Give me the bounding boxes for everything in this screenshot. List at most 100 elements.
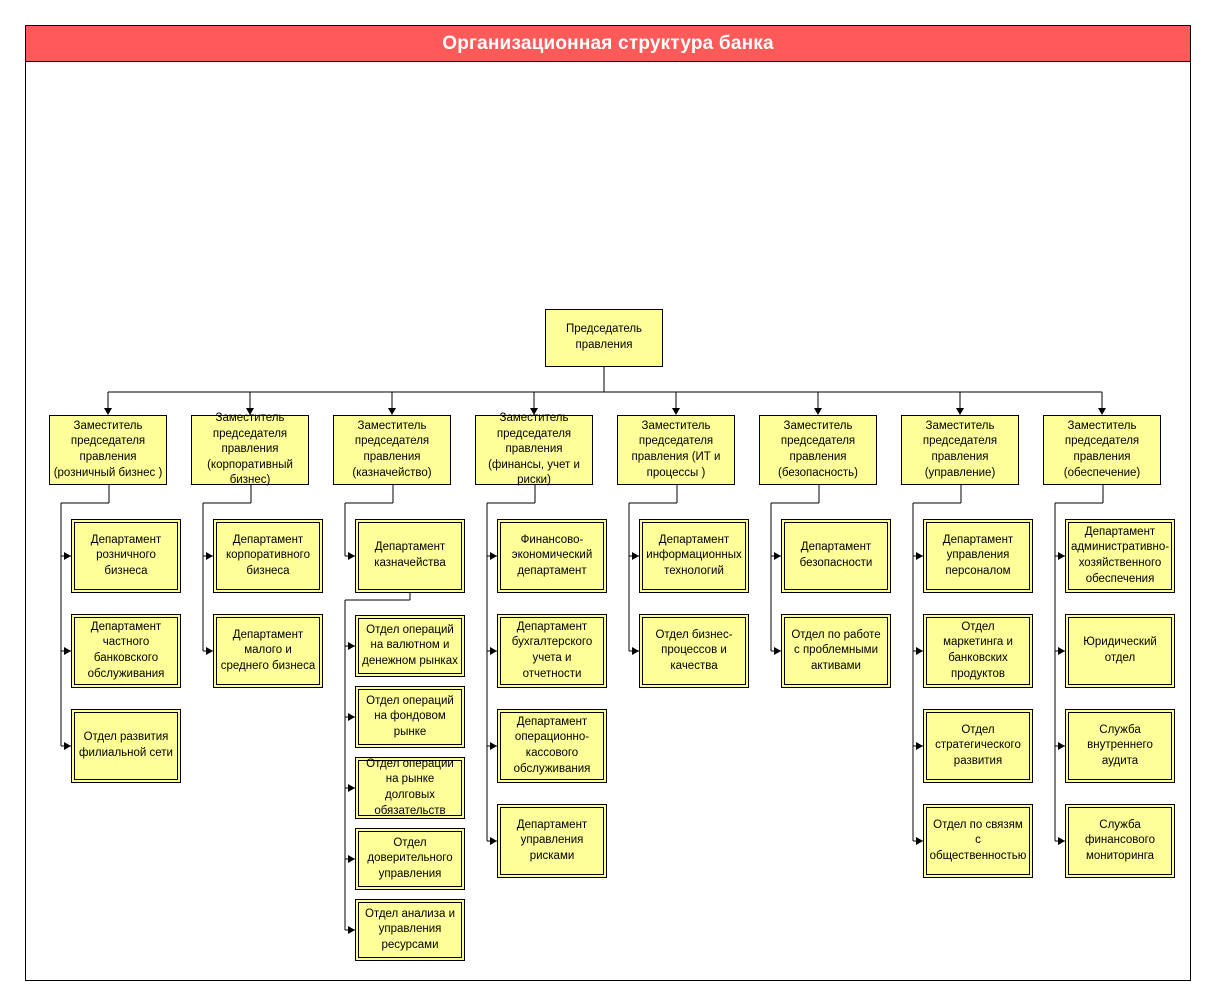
dept-box-5-1: Департамент информационных технологий [642, 522, 746, 590]
deputy-box-2-label: Заместитель председателя правления (корп… [207, 412, 293, 487]
dept-box-8-1-label: Департамент административно-хозяйственно… [1070, 525, 1170, 585]
deputy-box-5: Заместитель председателя правления (ИТ и… [617, 415, 735, 485]
dept-box-8-3-label: Служба внутреннего аудита [1087, 723, 1153, 767]
sub-box-3: Отдел операции на рынке долговых обязате… [358, 757, 462, 817]
arrowhead [774, 647, 781, 655]
deputy-box-4-label: Заместитель председателя правления (фина… [488, 412, 580, 487]
deputy-box-6-label: Заместитель председателя правления (безо… [778, 419, 858, 479]
arrowhead [632, 647, 639, 655]
dept-box-8-4: Служба финансового мониторинга [1068, 807, 1172, 875]
title-bar: Организационная структура банка [25, 25, 1191, 62]
dept-box-4-2: Департамент бухгалтерского учета и отчет… [500, 617, 604, 685]
dept-box-4-3-label: Департамент операционно-кассового обслуж… [513, 715, 591, 775]
dept-box-2-2: Департамент малого и среднего бизнеса [216, 617, 320, 685]
arrowhead [64, 552, 71, 560]
deputy-box-7: Заместитель председателя правления (упра… [901, 415, 1019, 485]
dept-box-1-2: Департамент частного банковского обслужи… [74, 617, 178, 685]
sub-box-5-label: Отдел анализа и управления ресурсами [364, 907, 456, 951]
arrowhead [348, 926, 355, 934]
root-box-label: Председатель правления [565, 323, 643, 351]
dept-box-1-1-label: Департамент розничного бизнеса [90, 533, 162, 577]
sub-box-2: Отдел операций на фондовом рынке [358, 689, 462, 745]
dept-box-2-2-label: Департамент малого и среднего бизнеса [220, 628, 316, 672]
deputy-box-8-label: Заместитель председателя правления (обес… [1063, 419, 1141, 479]
dept-box-1-3-label: Отдел развития филиальной сети [79, 731, 173, 759]
dept-box-1-1: Департамент розничного бизнеса [74, 522, 178, 590]
dept-box-7-3-label: Отдел стратегического развития [935, 723, 1021, 767]
arrowhead [348, 855, 355, 863]
arrowhead [916, 552, 923, 560]
arrowhead [1058, 552, 1065, 560]
deputy-box-7-label: Заместитель председателя правления (упра… [922, 419, 998, 479]
arrowhead [104, 408, 112, 415]
arrowhead [916, 647, 923, 655]
arrowhead [1098, 408, 1106, 415]
arrowhead [348, 784, 355, 792]
root-box: Председатель правления [545, 309, 663, 367]
arrowhead [490, 647, 497, 655]
dept-box-7-1: Департамент управления персоналом [926, 522, 1030, 590]
arrowhead [632, 552, 639, 560]
dept-box-7-4: Отдел по связям с общественностью [926, 807, 1030, 875]
deputy-box-3-label: Заместитель председателя правления (казн… [352, 419, 432, 479]
dept-box-4-4-label: Департамент управления рисками [516, 818, 588, 862]
arrowhead [1058, 647, 1065, 655]
dept-box-8-2: Юридический отдел [1068, 617, 1172, 685]
arrowhead [206, 647, 213, 655]
diagram-title: Организационная структура банка [442, 32, 774, 54]
dept-box-7-4-label: Отдел по связям с общественностью [929, 818, 1027, 862]
sub-box-3-label: Отдел операции на рынке долговых обязате… [366, 757, 454, 817]
dept-box-5-2: Отдел бизнес-процессов и качества [642, 617, 746, 685]
dept-box-6-2: Отдел по работе с проблемными активами [784, 617, 888, 685]
dept-box-2-1: Департамент корпоративного бизнеса [216, 522, 320, 590]
sub-box-5: Отдел анализа и управления ресурсами [358, 902, 462, 958]
arrowhead [64, 742, 71, 750]
sub-box-4-label: Отдел доверительного управления [367, 836, 453, 880]
arrowhead [956, 408, 964, 415]
dept-box-8-3: Служба внутреннего аудита [1068, 712, 1172, 780]
dept-box-4-2-label: Департамент бухгалтерского учета и отчет… [511, 620, 593, 680]
deputy-box-4: Заместитель председателя правления (фина… [475, 412, 593, 486]
arrowhead [64, 647, 71, 655]
dept-box-2-1-label: Департамент корпоративного бизнеса [226, 533, 310, 577]
arrowhead [1058, 742, 1065, 750]
arrowhead [348, 552, 355, 560]
arrowhead [814, 408, 822, 415]
deputy-box-2: Заместитель председателя правления (корп… [191, 412, 309, 486]
dept-box-5-1-label: Департамент информационных технологий [646, 533, 742, 577]
dept-box-7-1-label: Департамент управления персоналом [942, 533, 1014, 577]
dept-box-4-1: Финансово-экономический департамент [500, 522, 604, 590]
dept-box-1-3: Отдел развития филиальной сети [74, 712, 178, 780]
dept-box-1-2-label: Департамент частного банковского обслужи… [87, 620, 165, 680]
deputy-box-1: Заместитель председателя правления (розн… [49, 415, 167, 485]
arrowhead [530, 408, 538, 415]
arrowhead [916, 837, 923, 845]
dept-box-4-4: Департамент управления рисками [500, 807, 604, 875]
arrowhead [1058, 837, 1065, 845]
dept-box-7-3: Отдел стратегического развития [926, 712, 1030, 780]
arrowhead [246, 408, 254, 415]
arrowhead [206, 552, 213, 560]
dept-box-3-1-label: Департамент казначейства [374, 541, 446, 569]
deputy-box-6: Заместитель председателя правления (безо… [759, 415, 877, 485]
arrowhead [916, 742, 923, 750]
dept-box-7-2: Отдел маркетинга и банковских продуктов [926, 617, 1030, 685]
dept-box-3-1: Департамент казначейства [358, 522, 462, 590]
dept-box-8-4-label: Служба финансового мониторинга [1085, 818, 1155, 862]
dept-box-6-2-label: Отдел по работе с проблемными активами [791, 628, 881, 672]
deputy-box-1-label: Заместитель председателя правления (розн… [53, 419, 163, 479]
arrowhead [348, 713, 355, 721]
dept-box-8-1: Департамент административно-хозяйственно… [1068, 522, 1172, 590]
arrowhead [348, 642, 355, 650]
sub-box-2-label: Отдел операций на фондовом рынке [366, 694, 454, 738]
sub-box-4: Отдел доверительного управления [358, 831, 462, 887]
dept-box-6-1: Департамент безопасности [784, 522, 888, 590]
dept-box-5-2-label: Отдел бизнес-процессов и качества [655, 628, 733, 672]
arrowhead [490, 837, 497, 845]
arrowhead [774, 552, 781, 560]
sub-box-1-label: Отдел операций на валютном и денежном ры… [362, 623, 458, 667]
dept-box-8-2-label: Юридический отдел [1083, 636, 1157, 664]
deputy-box-8: Заместитель председателя правления (обес… [1043, 415, 1161, 485]
sub-box-1: Отдел операций на валютном и денежном ры… [358, 618, 462, 674]
deputy-box-5-label: Заместитель председателя правления (ИТ и… [631, 419, 721, 479]
